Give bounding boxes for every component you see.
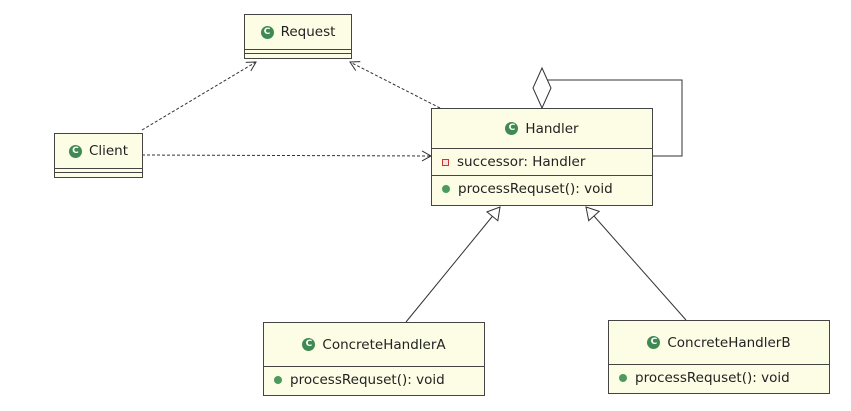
- operation-process-request-a: processRequset(): void: [264, 367, 484, 393]
- class-request[interactable]: C Request: [244, 14, 352, 59]
- public-method-icon: [619, 374, 627, 382]
- class-icon: C: [302, 338, 316, 351]
- generalization-b-handler: [585, 206, 687, 321]
- generalization-a-handler: [405, 206, 501, 323]
- aggregation-diamond: [532, 66, 552, 110]
- public-method-icon: [442, 185, 450, 193]
- operation-process-request-a-text: processRequset(): void: [290, 372, 445, 388]
- dependency-client-request: [141, 61, 257, 131]
- class-handler-name: Handler: [525, 120, 579, 137]
- class-request-name: Request: [280, 24, 336, 40]
- class-icon: C: [260, 25, 274, 39]
- class-icon: C: [647, 336, 661, 349]
- class-icon: C: [68, 144, 82, 158]
- class-concrete-handler-b-name: ConcreteHandlerB: [667, 334, 791, 351]
- class-concrete-handler-a[interactable]: C ConcreteHandlerA processRequset(): voi…: [263, 322, 485, 396]
- class-client[interactable]: C Client: [54, 133, 143, 178]
- class-client-name: Client: [88, 143, 129, 159]
- dependency-client-handler: [141, 150, 433, 162]
- class-concrete-handler-a-name: ConcreteHandlerA: [322, 336, 446, 353]
- operation-process-request: processRequset(): void: [432, 176, 652, 202]
- attribute-successor-text: successor: Handler: [457, 154, 586, 170]
- public-method-icon: [274, 376, 282, 384]
- operation-process-request-text: processRequset(): void: [458, 181, 613, 197]
- operation-process-request-b: processRequset(): void: [609, 365, 829, 391]
- class-icon: C: [505, 122, 519, 135]
- attribute-successor: successor: Handler: [432, 149, 652, 175]
- dependency-handler-request: [349, 61, 441, 109]
- class-handler[interactable]: C Handler successor: Handler processRequ…: [431, 108, 653, 206]
- operation-process-request-b-text: processRequset(): void: [635, 370, 790, 386]
- class-concrete-handler-b[interactable]: C ConcreteHandlerB processRequset(): voi…: [608, 320, 830, 394]
- private-field-icon: [442, 158, 449, 166]
